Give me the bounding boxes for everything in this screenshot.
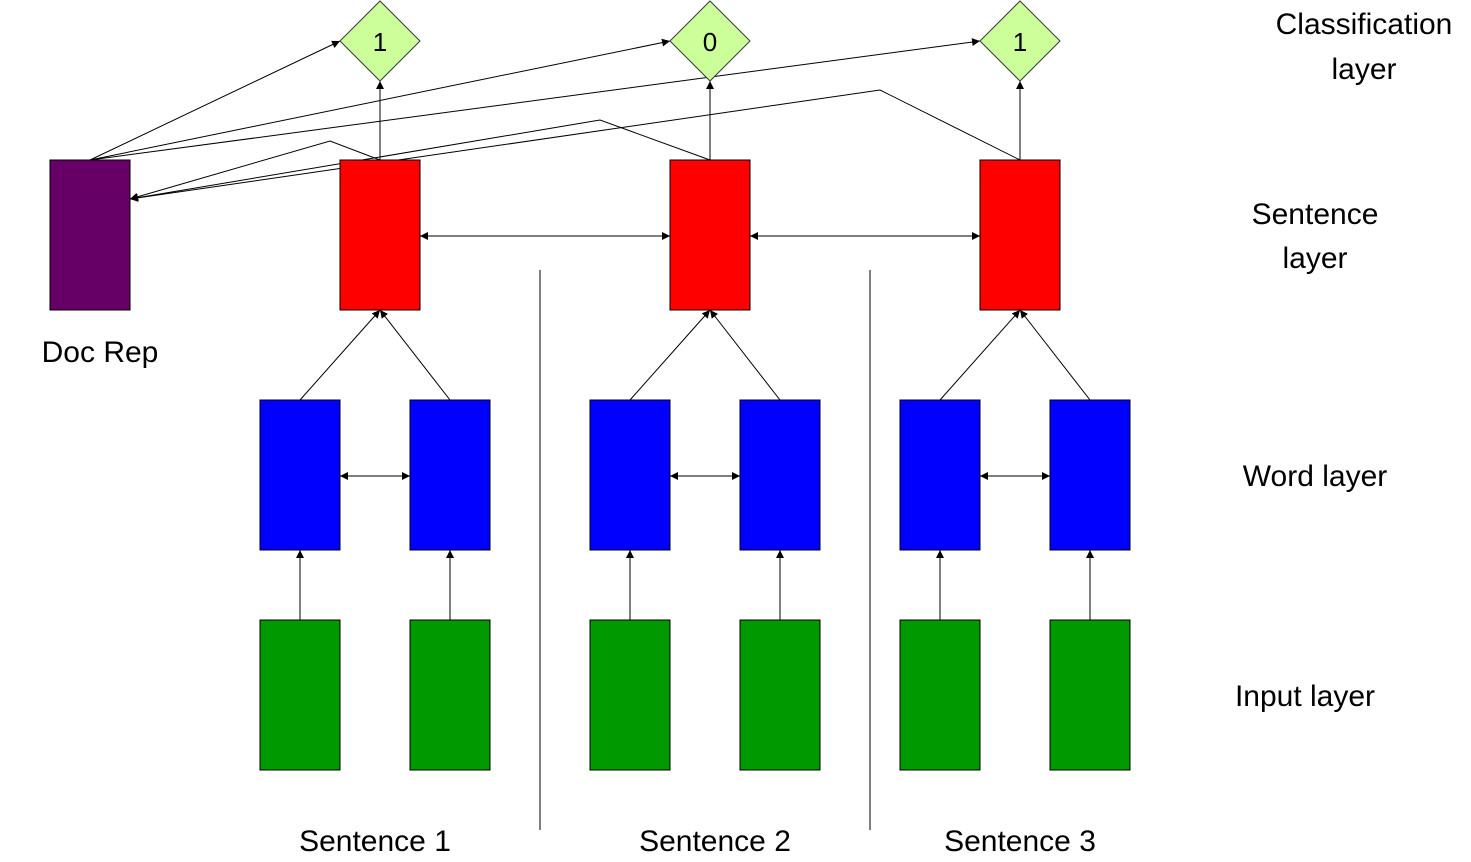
input-node-3a bbox=[899, 619, 981, 771]
edge-sentence-1-to-docrep bbox=[129, 140, 381, 201]
classification-node-1 bbox=[339, 0, 421, 82]
classification-value-3: 1 bbox=[1013, 27, 1027, 57]
classification-node-2 bbox=[669, 0, 751, 82]
sentence-labels: Sentence 1 Sentence 2 Sentence 3 bbox=[299, 825, 1096, 858]
edge-sentence-3-to-docrep bbox=[129, 89, 1021, 202]
sentence-layer-label-line1: Sentence bbox=[1252, 198, 1379, 231]
classification-value-2: 0 bbox=[703, 27, 717, 57]
classification-layer-label-line2: layer bbox=[1331, 53, 1396, 86]
sentence-layer-label-line2: layer bbox=[1282, 242, 1347, 275]
word-nodes bbox=[259, 399, 1131, 551]
input-node-2b bbox=[739, 619, 821, 771]
edge-word-1b-to-sentence-1 bbox=[379, 309, 451, 401]
input-node-1a bbox=[259, 619, 341, 771]
edge-word-2a-to-sentence-2 bbox=[629, 309, 711, 401]
word-node-1a bbox=[259, 399, 341, 551]
word-layer-label: Word layer bbox=[1243, 460, 1388, 493]
classification-node-3 bbox=[979, 0, 1061, 82]
input-nodes bbox=[259, 619, 1131, 771]
sentence-label-3: Sentence 3 bbox=[944, 825, 1096, 858]
classification-layer-label-line1: Classification bbox=[1276, 8, 1453, 41]
sentence-nodes bbox=[339, 159, 1061, 311]
sentence-label-1: Sentence 1 bbox=[299, 825, 451, 858]
doc-rep-node bbox=[49, 159, 131, 311]
word-node-2a bbox=[589, 399, 671, 551]
sentence-node-1 bbox=[339, 159, 421, 311]
edge-word-1a-to-sentence-1 bbox=[299, 309, 381, 401]
word-node-3b bbox=[1049, 399, 1131, 551]
edge-word-3b-to-sentence-3 bbox=[1019, 309, 1091, 401]
edge-sentence-2-to-docrep bbox=[129, 119, 711, 202]
sentence-node-3 bbox=[979, 159, 1061, 311]
doc-rep-label: Doc Rep bbox=[42, 336, 159, 369]
edge-word-2b-to-sentence-2 bbox=[709, 309, 781, 401]
edge-docrep-to-class-1 bbox=[89, 40, 341, 161]
input-layer-label: Input layer bbox=[1235, 680, 1375, 713]
sentence-node-2 bbox=[669, 159, 751, 311]
input-node-1b bbox=[409, 619, 491, 771]
input-node-2a bbox=[589, 619, 671, 771]
edge-word-3a-to-sentence-3 bbox=[939, 309, 1021, 401]
edges bbox=[89, 38, 1094, 620]
classification-value-1: 1 bbox=[373, 27, 387, 57]
classification-nodes: 1 0 1 bbox=[339, 0, 1061, 82]
word-node-3a bbox=[899, 399, 981, 551]
input-node-3b bbox=[1049, 619, 1131, 771]
edge-docrep-to-class-3 bbox=[89, 38, 981, 161]
layer-labels: Classification layer Sentence layer Word… bbox=[1235, 8, 1452, 713]
word-node-1b bbox=[409, 399, 491, 551]
sentence-label-2: Sentence 2 bbox=[639, 825, 791, 858]
word-node-2b bbox=[739, 399, 821, 551]
